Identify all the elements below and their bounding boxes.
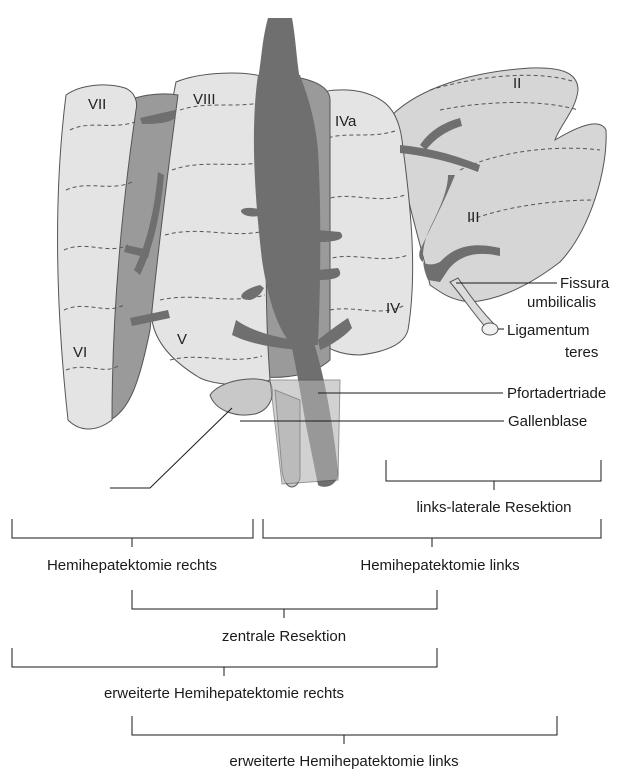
bracket-hemi-rechts [12,519,253,547]
gallbladder [210,379,272,415]
segment-label-iii: III [467,209,480,226]
label-hemihepatektomie-links: Hemihepatektomie links [360,557,519,574]
segment-label-iv: IV [386,300,400,317]
label-erweiterte-hemihepatektomie-links: erweiterte Hemihepatektomie links [229,753,458,770]
bracket-erw-rechts [12,648,437,676]
segment-label-vii: VII [88,96,106,113]
label-gallenblase: Gallenblase [508,413,587,430]
bracket-hemi-links [263,519,601,547]
bracket-zentral [132,590,437,618]
segment-label-viii: VIII [193,91,216,108]
segment-label-vi: VI [73,344,87,361]
label-umbilicalis: umbilicalis [527,294,596,311]
unlabeled-leader [110,408,232,488]
bracket-links-lateral [386,460,601,490]
label-hemihepatektomie-rechts: Hemihepatektomie rechts [47,557,217,574]
label-links-laterale-resektion: links-laterale Resektion [416,499,571,516]
label-zentrale-resektion: zentrale Resektion [222,628,346,645]
segment-label-iva: IVa [335,113,357,130]
label-erweiterte-hemihepatektomie-rechts: erweiterte Hemihepatektomie rechts [104,685,344,702]
bracket-erw-links [132,716,557,744]
ligamentum-end [482,323,498,335]
vena-cava [258,18,300,80]
label-teres: teres [565,344,598,361]
segment-label-v: V [177,331,187,348]
label-fissura: Fissura [560,275,610,292]
label-pfortadertriade: Pfortadertriade [507,385,606,402]
segment-label-ii: II [513,75,521,92]
caudate-block [270,380,340,484]
label-ligamentum: Ligamentum [507,322,590,339]
